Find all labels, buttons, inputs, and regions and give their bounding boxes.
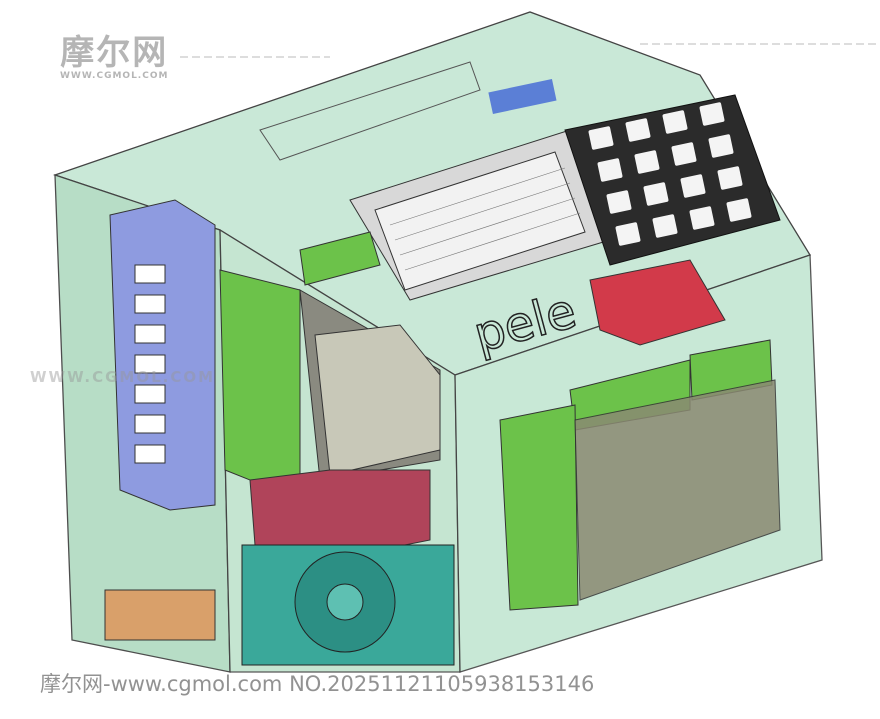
keypad-key [625,118,651,142]
terminal-screw [134,294,166,314]
red-fan [589,259,726,346]
keypad-keys [588,102,752,246]
keypad-key [680,174,706,198]
keypad-key [671,142,697,166]
keypad-key [726,198,752,222]
keypad-key [699,102,725,126]
keypad-key [662,110,688,134]
fan-hub [326,583,364,621]
terminal-screw [134,414,166,434]
keypad-key [634,150,660,174]
green-heatsink-left [219,269,301,501]
terminal-screw [134,444,166,464]
watermark-logo-url: WWW.CGMOL.COM [60,71,169,81]
keypad-key [717,166,743,190]
relay [104,589,216,641]
green-heatsink-right [499,404,579,611]
pcb-board [314,324,441,476]
lcd-screen [374,151,586,291]
terminal-screw [134,324,166,344]
keypad-key [643,182,669,206]
keypad-key [606,190,632,214]
keypad-key [588,126,614,150]
green-terminal [299,231,381,286]
watermark-bottom-line: 摩尔网-www.cgmol.com NO.2025112110593815314… [40,672,595,696]
watermark-logo-cn: 摩尔网 [60,33,169,73]
terminal-screw [134,384,166,404]
keypad-key [597,158,623,182]
blue-component [488,78,557,114]
terminal-screw [134,264,166,284]
watermark-mid: WWW.CGMOL.COM [30,368,216,386]
keypad-key [689,206,715,230]
watermark-logo: 摩尔网 WWW.CGMOL.COM [60,36,168,81]
terminal-screw [134,354,166,374]
keypad-key [615,222,641,246]
keypad-key [652,214,678,238]
keypad-key [708,134,734,158]
stepper-driver [574,379,781,601]
top-slot [259,61,481,161]
